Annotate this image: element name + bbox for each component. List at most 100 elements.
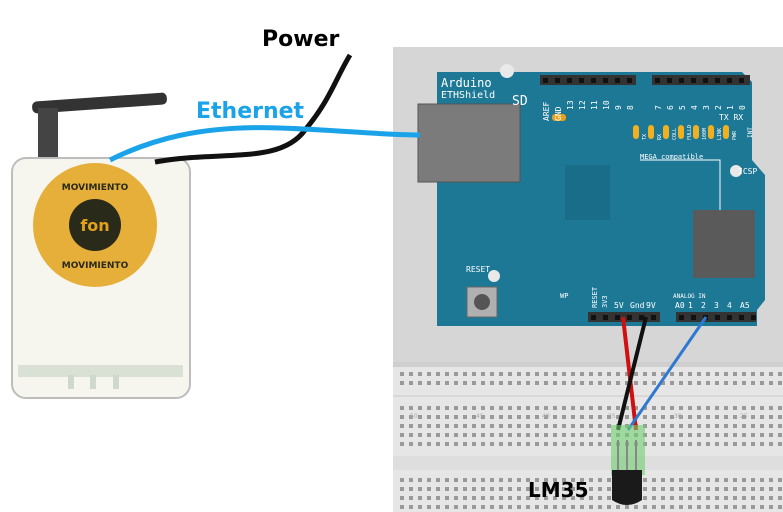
header-pin: [579, 78, 584, 83]
breadboard-hole: [418, 424, 422, 428]
breadboard-hole: [571, 424, 575, 428]
breadboard-hole: [445, 487, 449, 491]
breadboard-hole: [454, 505, 458, 509]
breadboard-hole: [607, 478, 611, 482]
breadboard-hole: [499, 442, 503, 446]
breadboard-hole: [643, 487, 647, 491]
breadboard-hole: [724, 381, 728, 385]
breadboard-hole: [418, 496, 422, 500]
breadboard-hole: [715, 433, 719, 437]
breadboard-hole: [733, 415, 737, 419]
breadboard-hole: [544, 415, 548, 419]
breadboard-hole: [445, 478, 449, 482]
breadboard-hole: [760, 424, 764, 428]
column-number: 25: [740, 413, 748, 420]
breadboard-hole: [607, 424, 611, 428]
breadboard-hole: [715, 442, 719, 446]
breadboard-hole: [463, 478, 467, 482]
breadboard-hole: [589, 406, 593, 410]
sd-label: SD: [512, 94, 528, 109]
header-pin: [615, 78, 620, 83]
breadboard-hole: [499, 406, 503, 410]
breadboard-hole: [418, 415, 422, 419]
breadboard-hole: [409, 381, 413, 385]
header-pin: [591, 78, 596, 83]
breadboard-hole: [688, 505, 692, 509]
breadboard-hole: [607, 372, 611, 376]
breadboard-hole: [562, 433, 566, 437]
breadboard-hole: [598, 442, 602, 446]
breadboard-hole: [544, 372, 548, 376]
breadboard-hole: [544, 381, 548, 385]
breadboard-hole: [526, 433, 530, 437]
breadboard-hole: [769, 478, 773, 482]
breadboard-hole: [400, 406, 404, 410]
breadboard-hole: [643, 496, 647, 500]
breadboard-hole: [715, 496, 719, 500]
breadboard-hole: [409, 487, 413, 491]
header-pin: [739, 78, 744, 83]
breadboard-hole: [751, 433, 755, 437]
breadboard-hole: [706, 406, 710, 410]
column-number: 30: [674, 413, 682, 420]
breadboard-hole: [481, 372, 485, 376]
breadboard-hole: [427, 496, 431, 500]
breadboard-hole: [652, 424, 656, 428]
breadboard-hole: [742, 496, 746, 500]
header-pin: [591, 315, 596, 320]
breadboard-hole: [688, 415, 692, 419]
header-pin: [691, 315, 696, 320]
header-pin: [727, 315, 732, 320]
breadboard-hole: [598, 496, 602, 500]
breadboard-hole: [544, 505, 548, 509]
breadboard-hole: [463, 487, 467, 491]
breadboard-hole: [436, 487, 440, 491]
breadboard-hole: [472, 406, 476, 410]
breadboard-hole: [589, 442, 593, 446]
breadboard-hole: [454, 381, 458, 385]
led-label: LINK: [717, 128, 723, 140]
breadboard-hole: [616, 505, 620, 509]
breadboard-hole: [769, 381, 773, 385]
breadboard-hole: [724, 487, 728, 491]
digital-pin-label: 2: [714, 105, 723, 110]
breadboard-hole: [472, 442, 476, 446]
breadboard-hole: [589, 478, 593, 482]
breadboard-hole: [517, 381, 521, 385]
breadboard-hole: [562, 372, 566, 376]
breadboard-hole: [607, 487, 611, 491]
breadboard-hole: [715, 478, 719, 482]
header-pin: [627, 78, 632, 83]
breadboard-hole: [427, 442, 431, 446]
breadboard-hole: [679, 496, 683, 500]
breadboard-hole: [742, 478, 746, 482]
breadboard-hole: [535, 372, 539, 376]
fon-router: fon MOVIMIENTO MOVIMIENTO: [11, 92, 191, 399]
breadboard-hole: [580, 442, 584, 446]
breadboard-hole: [535, 496, 539, 500]
header-pin: [639, 315, 644, 320]
breadboard-hole: [517, 487, 521, 491]
breadboard-hole: [778, 372, 782, 376]
breadboard-hole: [562, 442, 566, 446]
breadboard-hole: [454, 406, 458, 410]
breadboard-hole: [445, 433, 449, 437]
breadboard-hole: [427, 433, 431, 437]
breadboard-hole: [517, 478, 521, 482]
breadboard-hole: [544, 406, 548, 410]
breadboard-hole: [400, 487, 404, 491]
breadboard-hole: [499, 372, 503, 376]
led: [723, 125, 729, 139]
breadboard-hole: [418, 478, 422, 482]
breadboard-hole: [697, 433, 701, 437]
breadboard-hole: [589, 505, 593, 509]
breadboard-hole: [418, 406, 422, 410]
header-pin: [667, 78, 672, 83]
breadboard-hole: [706, 487, 710, 491]
breadboard-hole: [670, 406, 674, 410]
header-pin: [555, 78, 560, 83]
breadboard-hole: [751, 496, 755, 500]
lm35-label: LM35: [528, 478, 588, 502]
breadboard-hole: [472, 505, 476, 509]
column-number: 45: [476, 413, 484, 420]
